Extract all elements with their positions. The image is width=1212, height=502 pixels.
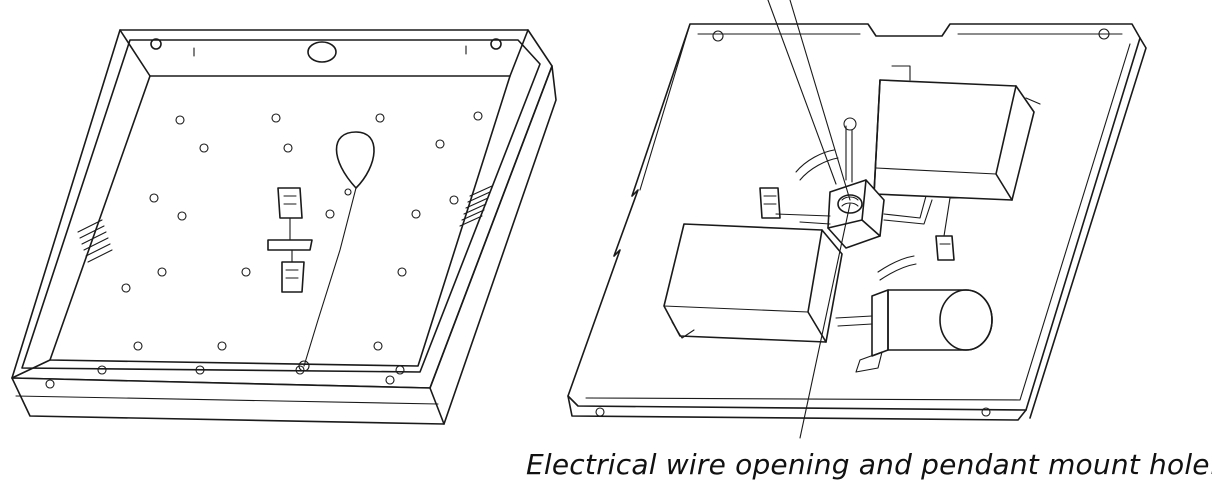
transformer-top	[873, 65, 1041, 201]
mounting-studs	[45, 38, 502, 389]
safety-cable	[298, 131, 375, 372]
vent-slots-right	[459, 185, 493, 227]
connector-small-right	[935, 235, 955, 261]
internal-wiring	[775, 117, 963, 237]
callout-leaders	[767, 0, 851, 439]
pendant-mount-hole	[837, 194, 863, 214]
capacitor	[835, 289, 993, 373]
wire-slots	[795, 149, 917, 281]
wire-opening-hole	[307, 41, 337, 63]
diagram-caption: Electrical wire opening and pendant moun…	[526, 448, 1212, 481]
vent-slots-left	[77, 219, 113, 263]
fixture-pan-left	[11, 29, 557, 425]
junction-block	[827, 179, 885, 249]
connector-plug	[267, 187, 313, 293]
connector-small-left	[759, 187, 781, 219]
transformer-bottom	[663, 223, 843, 343]
back-panel-right	[567, 0, 1147, 439]
